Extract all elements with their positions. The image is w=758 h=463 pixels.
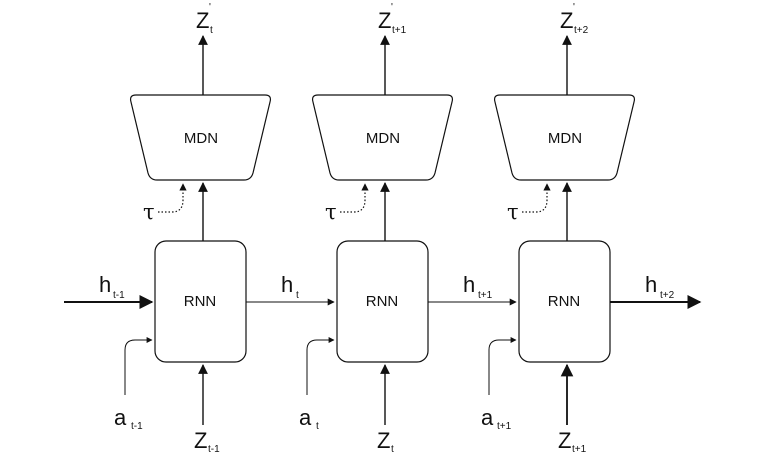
- z-out-label-2: Z: [560, 8, 573, 33]
- action-label-1: a: [299, 405, 312, 430]
- z-out-sub-2: t+2: [574, 25, 589, 36]
- z-in-sub-1: t: [391, 444, 394, 455]
- stage-1: Z ' t+1 MDN τ RNN a t Z t: [299, 2, 454, 455]
- action-label-2: a: [481, 405, 494, 430]
- tau-label-2: τ: [507, 200, 519, 224]
- action-sub-0: t-1: [131, 421, 143, 432]
- tau-dotted-arrow-0: [158, 183, 187, 213]
- action-sub-1: t: [316, 421, 319, 432]
- h-sub-3: t+2: [660, 290, 675, 301]
- z-in-label-2: Z: [558, 428, 571, 453]
- mdn-block-1: [311, 94, 454, 181]
- mdn-block-0: [129, 94, 272, 181]
- hidden-state-flow: h t-1 h t h t+1 h t+2: [64, 272, 702, 309]
- mdn-block-2: [493, 94, 636, 181]
- z-out-sub-0: t: [210, 25, 213, 36]
- z-in-sub-0: t-1: [208, 444, 220, 455]
- z-in-label-0: Z: [194, 428, 207, 453]
- rnn-label-0: RNN: [184, 293, 217, 310]
- rnn-label-1: RNN: [366, 293, 399, 310]
- tau-label-1: τ: [325, 200, 337, 224]
- tau-dotted-arrow-2: [522, 183, 551, 213]
- z-out-prime-0: ': [209, 2, 211, 13]
- h-label-1: h: [281, 272, 293, 297]
- h-sub-1: t: [296, 290, 299, 301]
- h-sub-0: t-1: [113, 290, 125, 301]
- z-out-label-1: Z: [378, 8, 391, 33]
- mdn-label-0: MDN: [184, 130, 218, 147]
- tau-dotted-arrow-1: [340, 183, 369, 213]
- h-sub-2: t+1: [478, 290, 493, 301]
- z-in-label-1: Z: [377, 428, 390, 453]
- action-arrow-2: [488, 337, 517, 395]
- z-out-prime-1: ': [391, 2, 393, 13]
- z-out-label-0: Z: [196, 8, 209, 33]
- action-label-0: a: [114, 405, 127, 430]
- h-label-3: h: [645, 272, 657, 297]
- h-label-0: h: [99, 272, 111, 297]
- z-in-sub-2: t+1: [572, 444, 587, 455]
- tau-label-0: τ: [143, 200, 155, 224]
- mdn-label-1: MDN: [366, 130, 400, 147]
- mdn-label-2: MDN: [548, 130, 582, 147]
- z-out-prime-2: ': [573, 2, 575, 13]
- z-out-sub-1: t+1: [392, 25, 407, 36]
- stage-2: Z ' t+2 MDN τ RNN a t+1 Z t+1: [481, 2, 636, 455]
- action-arrow-0: [124, 337, 153, 395]
- action-arrow-1: [306, 337, 335, 395]
- rnn-label-2: RNN: [548, 293, 581, 310]
- action-sub-2: t+1: [497, 421, 512, 432]
- h-label-2: h: [463, 272, 475, 297]
- stage-0: Z ' t MDN τ RNN a t-1 Z t-1: [114, 2, 272, 455]
